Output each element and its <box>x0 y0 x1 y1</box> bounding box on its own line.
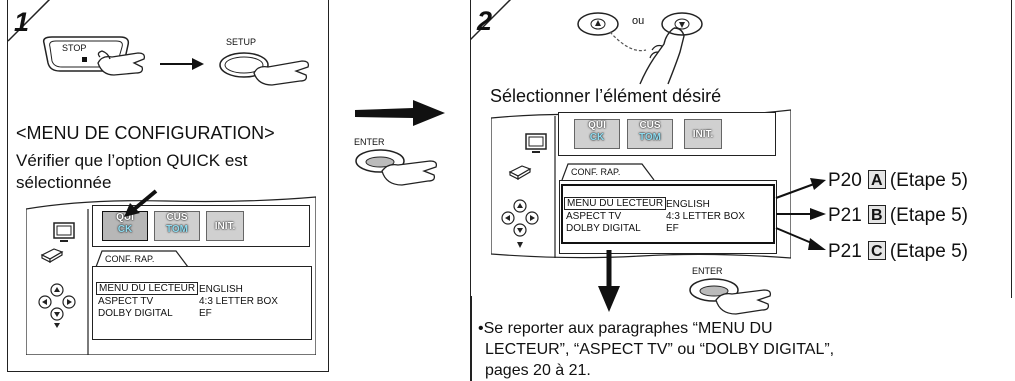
step2-row-value-0: ENGLISH <box>666 199 710 210</box>
tab-init-2-line1: INIT. <box>692 129 714 140</box>
up-down-buttons[interactable] <box>570 4 710 88</box>
tab-custom[interactable]: CUS TOM <box>154 211 200 241</box>
dpad-icon <box>38 283 76 328</box>
step2-corner <box>470 0 512 41</box>
step2-row-label-2[interactable]: DOLBY DIGITAL <box>566 223 641 234</box>
step1-panel: 1 STOP SETUP <MENU DE CONFIGURATION> Vér… <box>7 0 329 372</box>
setup-button[interactable] <box>216 47 326 95</box>
ref-b-note: (Etape 5) <box>889 205 968 226</box>
step1-row-label-1[interactable]: ASPECT TV <box>98 296 154 307</box>
ref-a-note: (Etape 5) <box>889 170 968 191</box>
tab-quick-2[interactable]: QUI CK <box>574 119 620 149</box>
step1-menu-tab: CONF. RAP. <box>105 254 155 264</box>
tab-custom-2[interactable]: CUS TOM <box>627 119 673 149</box>
pointer-arrow-icon <box>124 189 158 217</box>
enter-label-middle: ENTER <box>354 137 385 147</box>
arrow-right-icon <box>160 58 204 70</box>
step1-row-value-1: 4:3 LETTER BOX <box>199 296 278 307</box>
speaker-icon <box>40 248 64 263</box>
step1-row-label-0[interactable]: MENU DU LECTEUR <box>96 282 199 295</box>
step2-row-value-2: EF <box>666 223 679 234</box>
tab-quick-line1: QUI <box>116 212 134 223</box>
step1-corner <box>8 0 51 42</box>
speaker-icon-2 <box>508 165 532 180</box>
enter-label-2: ENTER <box>692 266 723 276</box>
ref-arrows <box>775 178 826 250</box>
tab-custom-line2: TOM <box>165 224 189 235</box>
setup-label: SETUP <box>226 37 257 47</box>
monitor-icon-2 <box>525 133 547 153</box>
step1-menu-tab-shape <box>95 250 189 268</box>
ref-c-note: (Etape 5) <box>889 241 968 262</box>
ref-c-page: P21 <box>828 241 862 262</box>
step1-row-value-0: ENGLISH <box>199 284 243 295</box>
tab-quick-2-line1: QUI <box>588 120 606 131</box>
step2-row-value-1: 4:3 LETTER BOX <box>666 211 745 222</box>
step2-heading: Sélectionner l’élément désiré <box>490 86 722 106</box>
step2-menu-box <box>559 180 777 254</box>
paragraph-line2: LECTEUR”, “ASPECT TV” ou “DOLBY DIGITAL”… <box>485 341 835 358</box>
tab-custom-2-line1: CUS <box>639 120 661 131</box>
ou-label: ou <box>632 15 645 27</box>
menu-title: <MENU DE CONFIGURATION> <box>16 123 275 143</box>
paragraph-line3: pages 20 à 21. <box>485 362 591 379</box>
tab-init-2[interactable]: INIT. <box>684 119 722 149</box>
monitor-icon <box>53 222 75 242</box>
step1-row-value-2: EF <box>199 308 212 319</box>
tab-custom-line1: CUS <box>166 212 188 223</box>
tab-init[interactable]: INIT. <box>206 211 244 241</box>
tab-init-line1: INIT. <box>214 221 236 232</box>
ref-b-letter: B <box>867 205 886 224</box>
ref-a-page: P20 <box>828 170 862 191</box>
enter-button-middle[interactable] <box>352 147 442 193</box>
enter-button-2[interactable] <box>684 276 784 322</box>
dpad-icon-2 <box>501 199 539 248</box>
big-arrow-right-icon <box>355 100 445 126</box>
tab-custom-2-line2: TOM <box>638 132 662 143</box>
ref-row-c: P21 C(Etape 5) <box>828 241 968 263</box>
ref-c-letter: C <box>867 241 886 260</box>
tab-quick-2-line2: CK <box>589 132 605 143</box>
arrow-down-icon <box>598 250 620 312</box>
stop-label: STOP <box>62 43 87 53</box>
step2-left-border-lower <box>470 296 472 381</box>
step1-number: 1 <box>14 7 30 37</box>
step2-row-label-0[interactable]: MENU DU LECTEUR <box>564 197 667 210</box>
paragraph-line1: •Se reporter aux paragraphes “MENU DU <box>478 320 773 337</box>
step2-row-label-1[interactable]: ASPECT TV <box>566 211 622 222</box>
ref-a-letter: A <box>867 170 886 189</box>
step2-menu-highlight <box>561 184 775 244</box>
step2-number: 2 <box>477 6 493 36</box>
ref-b-page: P21 <box>828 205 862 226</box>
ref-row-b: P21 B(Etape 5) <box>828 205 968 227</box>
step2-menu-tab-shape <box>561 163 655 181</box>
step1-menu-box <box>92 266 312 340</box>
instruction-line2: sélectionnée <box>16 173 112 192</box>
step2-menu-tab: CONF. RAP. <box>571 167 621 177</box>
stop-button[interactable] <box>38 33 148 83</box>
tab-quick-line2: CK <box>117 224 133 235</box>
instruction-line1: Vérifier que l’option QUICK est <box>16 151 248 170</box>
step1-row-label-2[interactable]: DOLBY DIGITAL <box>98 308 173 319</box>
ref-row-a: P20 A(Etape 5) <box>828 170 968 192</box>
